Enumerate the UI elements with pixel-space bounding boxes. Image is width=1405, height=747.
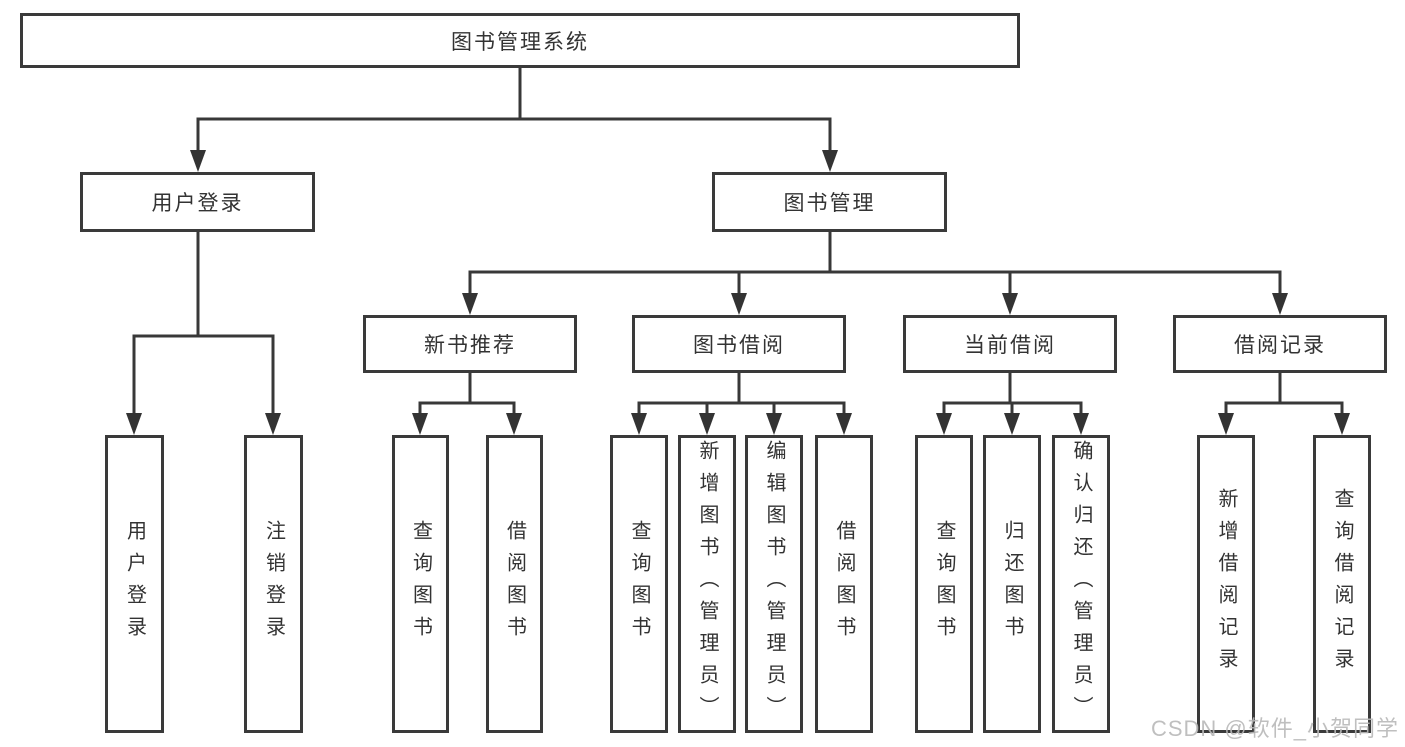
- leaf-edit-book-admin: 编辑图书（管理员）: [745, 435, 803, 733]
- arrow-down-icon: [631, 413, 647, 435]
- arrow-down-icon: [731, 293, 747, 315]
- watermark: CSDN @软件_小贺同学: [1150, 716, 1399, 741]
- connector-root-split: [190, 66, 838, 172]
- node-new-book-recommend-label: 新书推荐: [424, 334, 516, 357]
- leaf-return-books: 归还图书: [983, 435, 1041, 733]
- node-current-borrow: 当前借阅: [903, 315, 1117, 373]
- arrow-down-icon: [1334, 413, 1350, 435]
- node-book-borrow: 图书借阅: [632, 315, 846, 373]
- node-new-book-recommend: 新书推荐: [363, 315, 577, 373]
- leaf-add-borrow-record: 新增借阅记录: [1197, 435, 1255, 733]
- arrow-down-icon: [1073, 413, 1089, 435]
- leaf-query-books-recommend: 查询图书: [392, 435, 449, 733]
- arrow-down-icon: [822, 150, 838, 172]
- arrow-down-icon: [412, 413, 428, 435]
- node-book-borrow-label: 图书借阅: [693, 334, 785, 357]
- connector-user-login-split: [126, 230, 281, 435]
- arrow-down-icon: [506, 413, 522, 435]
- arrow-down-icon: [936, 413, 952, 435]
- arrow-down-icon: [462, 293, 478, 315]
- leaf-confirm-return-admin: 确认归还（管理员）: [1052, 435, 1110, 733]
- node-book-management: 图书管理: [712, 172, 947, 232]
- node-current-borrow-label: 当前借阅: [964, 334, 1056, 357]
- node-user-login: 用户登录: [80, 172, 315, 232]
- connector-book-borrow-split: [631, 371, 852, 435]
- leaf-logout: 注销登录: [244, 435, 303, 733]
- arrow-down-icon: [190, 150, 206, 172]
- arrow-down-icon: [836, 413, 852, 435]
- arrow-down-icon: [1004, 413, 1020, 435]
- leaf-query-borrow-record: 查询借阅记录: [1313, 435, 1371, 733]
- node-borrow-records-label: 借阅记录: [1234, 334, 1326, 357]
- leaf-borrow-books-recommend: 借阅图书: [486, 435, 543, 733]
- node-book-management-label: 图书管理: [783, 192, 876, 215]
- connector-borrow-records-split: [1218, 371, 1350, 435]
- node-root-label: 图书管理系统: [451, 30, 589, 54]
- leaf-query-books-current: 查询图书: [915, 435, 973, 733]
- connector-new-book-split: [412, 371, 522, 435]
- arrow-down-icon: [766, 413, 782, 435]
- leaf-query-books-borrow: 查询图书: [610, 435, 668, 733]
- connector-book-management-split: [462, 230, 1288, 315]
- node-borrow-records: 借阅记录: [1173, 315, 1387, 373]
- leaf-borrow-books: 借阅图书: [815, 435, 873, 733]
- arrow-down-icon: [1218, 413, 1234, 435]
- arrow-down-icon: [1272, 293, 1288, 315]
- arrow-down-icon: [265, 413, 281, 435]
- node-root: 图书管理系统: [20, 13, 1020, 68]
- arrow-down-icon: [699, 413, 715, 435]
- leaf-add-book-admin: 新增图书（管理员）: [678, 435, 736, 733]
- connector-current-borrow-split: [936, 371, 1089, 435]
- arrow-down-icon: [1002, 293, 1018, 315]
- arrow-down-icon: [126, 413, 142, 435]
- leaf-user-login: 用户登录: [105, 435, 164, 733]
- node-user-login-label: 用户登录: [151, 192, 244, 215]
